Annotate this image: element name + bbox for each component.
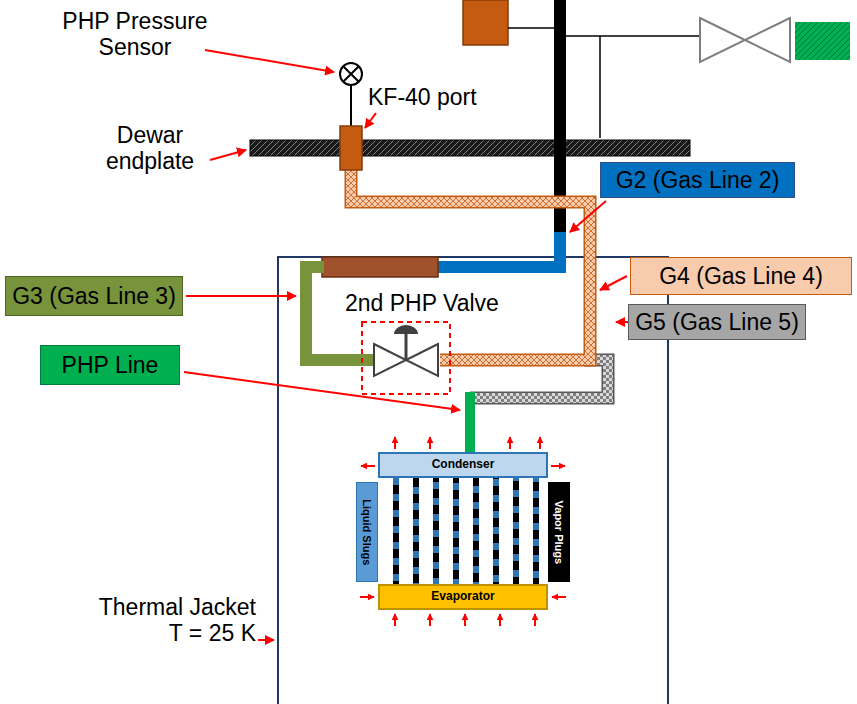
leader-arrow — [205, 50, 334, 72]
pressure-sensor-cross — [343, 66, 359, 82]
top-plumbing — [508, 28, 700, 138]
heat-out-arrow — [361, 465, 375, 467]
pressure-sensor-symbol — [340, 63, 362, 85]
node-text: Vapor Plugs — [553, 500, 566, 564]
kf40-port — [340, 126, 362, 170]
leader-lines — [184, 50, 629, 640]
heat-out-arrow — [551, 465, 565, 467]
php-line-callout: PHP Line — [40, 345, 180, 385]
heat-in-arrow — [552, 596, 566, 598]
vapor-plug-band: Vapor Plugs — [548, 482, 570, 582]
leader-arrow — [570, 201, 606, 232]
leader-arrow — [600, 276, 627, 290]
sensor-label: PHP Pressure Sensor — [50, 8, 220, 61]
heat-out-arrow — [394, 437, 396, 449]
valve-stem — [405, 334, 408, 360]
node-text: G2 (Gas Line 2) — [616, 167, 780, 193]
php-line — [465, 392, 475, 454]
leader-arrow — [210, 150, 246, 160]
heat-in-arrow — [429, 614, 431, 626]
leader-arrow — [258, 639, 274, 641]
jacket-label: Thermal Jacket T = 25 K — [80, 594, 256, 647]
port-label: KF-40 port — [368, 84, 477, 110]
heat-out-arrow — [539, 437, 541, 449]
node-text: G5 (Gas Line 5) — [635, 309, 799, 335]
sensor-stem — [350, 85, 352, 126]
node-text: Liquid Slugs — [361, 499, 374, 565]
node-text: Condenser — [432, 458, 495, 472]
node-text: G4 (Gas Line 4) — [659, 263, 823, 289]
valve-highlight-box — [362, 322, 450, 394]
gas-line-callout: G4 (Gas Line 4) — [630, 257, 852, 295]
condenser-bar: Condenser — [378, 452, 548, 478]
gas-line-callout: G2 (Gas Line 2) — [600, 162, 795, 198]
evaporator-bar: Evaporator — [378, 584, 548, 610]
heat-in-arrow — [360, 596, 374, 598]
valve-label: 2nd PHP Valve — [345, 290, 499, 316]
heat-in-arrow — [464, 614, 466, 626]
gas-line-4-edge — [351, 168, 590, 360]
line-fitting — [322, 257, 438, 277]
gas-line-callout: G5 (Gas Line 5) — [628, 304, 806, 340]
node-text: G3 (Gas Line 3) — [12, 283, 176, 309]
liquid-slug-band: Liquid Slugs — [356, 482, 378, 582]
valve-handle — [394, 325, 418, 334]
heat-in-arrow — [499, 614, 501, 626]
node-text: Evaporator — [431, 590, 494, 604]
leader-arrow — [365, 113, 376, 128]
heat-in-arrow — [534, 614, 536, 626]
heat-in-arrow — [394, 614, 396, 626]
gas-line-4 — [351, 168, 590, 360]
heat-flow-arrows — [360, 437, 566, 626]
php-vapor-plugs — [396, 472, 536, 590]
gas-supply-block — [795, 22, 850, 60]
heat-out-arrow — [509, 437, 511, 449]
gas-line-callout: G3 (Gas Line 3) — [5, 276, 183, 316]
heat-out-arrow — [429, 437, 431, 449]
leader-arrow — [184, 372, 460, 410]
thermal-jacket-outline — [278, 257, 668, 704]
endplate-label: Dewar endplate — [92, 122, 208, 175]
leader-arrow — [186, 295, 296, 297]
top-fitting — [463, 0, 508, 45]
node-text: PHP Line — [62, 352, 159, 378]
gas-line-2 — [436, 232, 560, 267]
dewar-endplate — [250, 140, 690, 156]
php-tube — [396, 472, 536, 590]
valve-symbol — [700, 18, 790, 62]
